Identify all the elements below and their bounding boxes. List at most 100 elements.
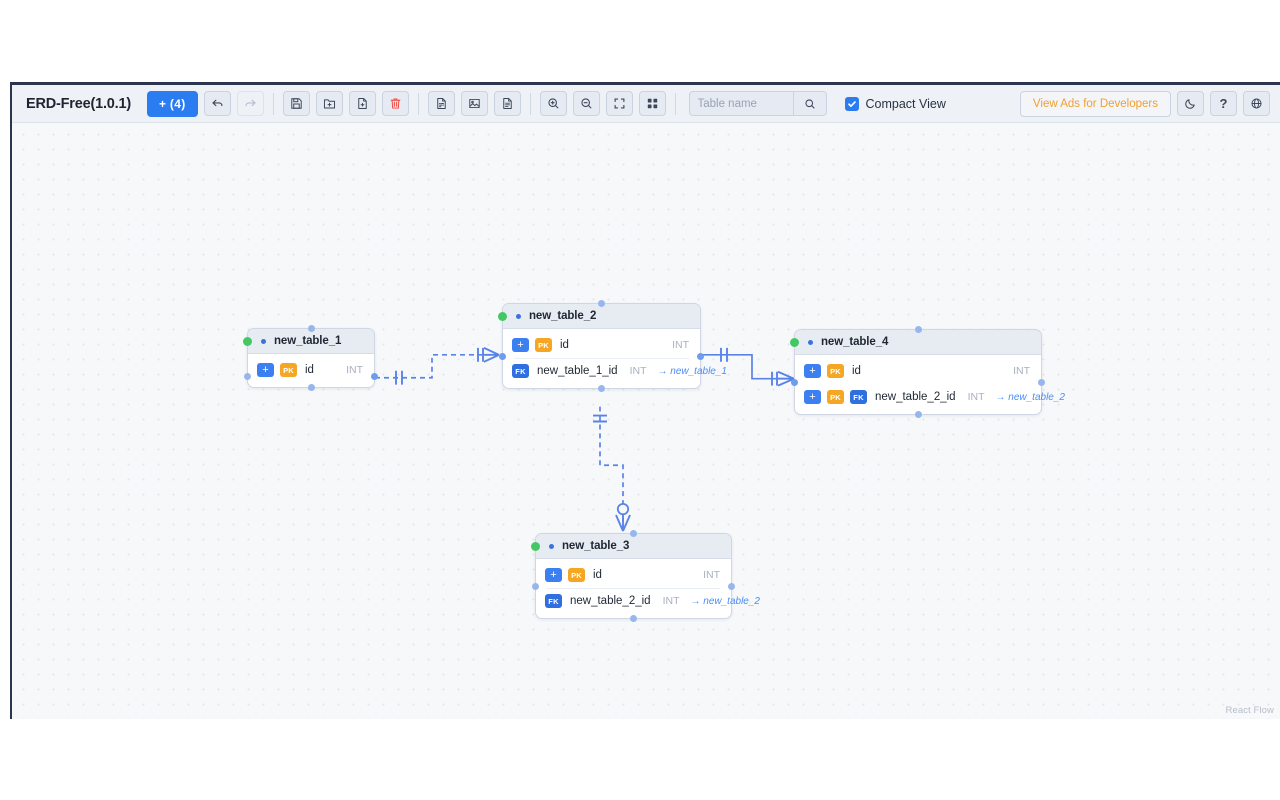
table-node-new_table_3[interactable]: new_table_3 + PK id INT FK new_table_2_i… xyxy=(531,530,760,622)
column-name: new_table_1_id xyxy=(537,365,618,377)
handle-right[interactable] xyxy=(697,353,704,360)
handle-left-header[interactable] xyxy=(243,337,252,346)
export-doc-icon xyxy=(502,97,512,110)
table-header[interactable]: new_table_4 xyxy=(795,330,1041,355)
table-node-new_table_1[interactable]: new_table_1 + PK id INT xyxy=(243,325,378,391)
handle-right[interactable] xyxy=(728,583,735,590)
table-header[interactable]: new_table_2 xyxy=(503,304,700,329)
table-name: new_table_1 xyxy=(274,335,342,347)
column-name: id xyxy=(593,569,602,581)
redo-button[interactable] xyxy=(236,91,264,116)
handle-top[interactable] xyxy=(598,300,605,307)
edge-new_table_1-to-new_table_2[interactable] xyxy=(375,347,500,385)
handle-left[interactable] xyxy=(532,583,539,590)
column-name: new_table_2_id xyxy=(875,391,956,403)
add-column-icon[interactable]: + xyxy=(804,364,821,378)
column-reference: → new_table_2 xyxy=(690,595,761,607)
compact-view-toggle[interactable]: Compact View xyxy=(844,96,946,111)
toolbar-separator-2 xyxy=(417,92,419,115)
add-column-icon[interactable]: + xyxy=(257,363,274,377)
table-name: new_table_3 xyxy=(562,540,630,552)
handle-bottom[interactable] xyxy=(630,615,637,622)
pk-badge: PK xyxy=(568,568,585,582)
react-flow-attribution[interactable]: React Flow xyxy=(1225,705,1274,716)
table-color-dot xyxy=(516,313,521,319)
pk-badge: PK xyxy=(827,364,844,378)
table-row[interactable]: + PK id INT xyxy=(795,358,1041,384)
zoom-out-button[interactable] xyxy=(572,91,600,116)
handle-right[interactable] xyxy=(371,373,378,380)
view-ads-button[interactable]: View Ads for Developers xyxy=(1019,90,1171,117)
save-icon xyxy=(290,98,302,109)
table-row[interactable]: + PK FK new_table_2_id INT → new_table_2 xyxy=(795,384,1065,410)
help-button[interactable]: ? xyxy=(1210,91,1237,116)
language-button[interactable] xyxy=(1243,91,1270,116)
handle-left[interactable] xyxy=(244,373,251,380)
export-sql-button[interactable] xyxy=(427,91,455,116)
relationship-edges-layer xyxy=(375,347,795,532)
theme-toggle-button[interactable] xyxy=(1177,91,1204,116)
add-column-icon[interactable]: + xyxy=(545,568,562,582)
handle-left[interactable] xyxy=(791,379,798,386)
redo-icon xyxy=(245,99,256,107)
new-file-button[interactable] xyxy=(348,91,376,116)
grid-icon xyxy=(647,98,657,109)
toolbar-separator-3 xyxy=(529,92,531,115)
table-name: new_table_4 xyxy=(821,336,889,348)
table-row[interactable]: FK new_table_1_id INT → new_table_1 xyxy=(503,358,727,384)
table-columns: + PK id INT FK new_table_2_id INT → new_… xyxy=(536,559,760,618)
edge-new_table_2-to-new_table_3[interactable] xyxy=(593,406,631,532)
export-image-button[interactable] xyxy=(460,91,488,116)
handle-left-header[interactable] xyxy=(498,312,507,321)
fit-view-button[interactable] xyxy=(605,91,633,116)
handle-bottom[interactable] xyxy=(914,411,922,418)
zoom-in-button[interactable] xyxy=(539,91,567,116)
delete-button[interactable] xyxy=(381,91,409,116)
table-row[interactable]: + PK id INT xyxy=(248,357,374,383)
column-type: INT xyxy=(703,569,720,581)
globe-icon xyxy=(1251,98,1262,109)
trash-icon xyxy=(390,98,400,109)
column-type: INT xyxy=(629,365,647,377)
add-table-button[interactable]: + (4) xyxy=(146,90,198,117)
export-doc-button[interactable] xyxy=(493,91,521,116)
page-title: ERD-Free(1.0.1) xyxy=(26,95,131,112)
grid-layout-button[interactable] xyxy=(638,91,666,116)
table-header[interactable]: new_table_1 xyxy=(248,329,374,354)
save-button[interactable] xyxy=(282,91,310,116)
column-type: INT xyxy=(346,364,363,376)
handle-top[interactable] xyxy=(630,530,637,537)
zoom-in-icon xyxy=(547,98,558,109)
handle-left[interactable] xyxy=(499,353,506,360)
search-icon xyxy=(804,98,815,109)
handle-right[interactable] xyxy=(1038,379,1045,386)
handle-left-header[interactable] xyxy=(790,338,799,347)
handle-bottom[interactable] xyxy=(307,384,315,391)
toolbar-separator-1 xyxy=(272,92,274,115)
table-columns: + PK id INT FK new_table_1_id INT → new_… xyxy=(503,329,727,388)
open-folder-button[interactable] xyxy=(315,91,343,116)
table-row[interactable]: + PK id INT xyxy=(503,332,700,358)
table-node-new_table_2[interactable]: new_table_2 + PK id INT FK new_table_1_i… xyxy=(498,300,727,392)
add-column-icon[interactable]: + xyxy=(512,338,529,352)
erd-canvas[interactable]: new_table_1 + PK id INT new_table_ xyxy=(12,123,1280,719)
undo-button[interactable] xyxy=(203,91,231,116)
handle-left-header[interactable] xyxy=(531,542,540,551)
handle-top[interactable] xyxy=(914,326,922,333)
table-header[interactable]: new_table_3 xyxy=(536,534,731,559)
table-columns: + PK id INT + PK FK new_table_2_id INT →… xyxy=(795,355,1065,414)
table-columns: + PK id INT xyxy=(248,354,374,387)
table-node-new_table_4[interactable]: new_table_4 + PK id INT + PK FK new_tabl… xyxy=(790,326,1065,418)
checkbox-checked-icon xyxy=(844,96,859,111)
table-row[interactable]: FK new_table_2_id INT → new_table_2 xyxy=(536,588,760,614)
search-button[interactable] xyxy=(792,91,827,116)
fk-badge: FK xyxy=(512,364,529,378)
handle-bottom[interactable] xyxy=(598,385,605,392)
table-color-dot xyxy=(808,339,813,345)
handle-top[interactable] xyxy=(307,325,315,332)
column-type: INT xyxy=(672,339,689,351)
table-row[interactable]: + PK id INT xyxy=(536,562,731,588)
toolbar-right-group: View Ads for Developers ? xyxy=(1019,90,1270,117)
add-column-icon[interactable]: + xyxy=(804,390,821,404)
search-input[interactable] xyxy=(688,91,793,116)
